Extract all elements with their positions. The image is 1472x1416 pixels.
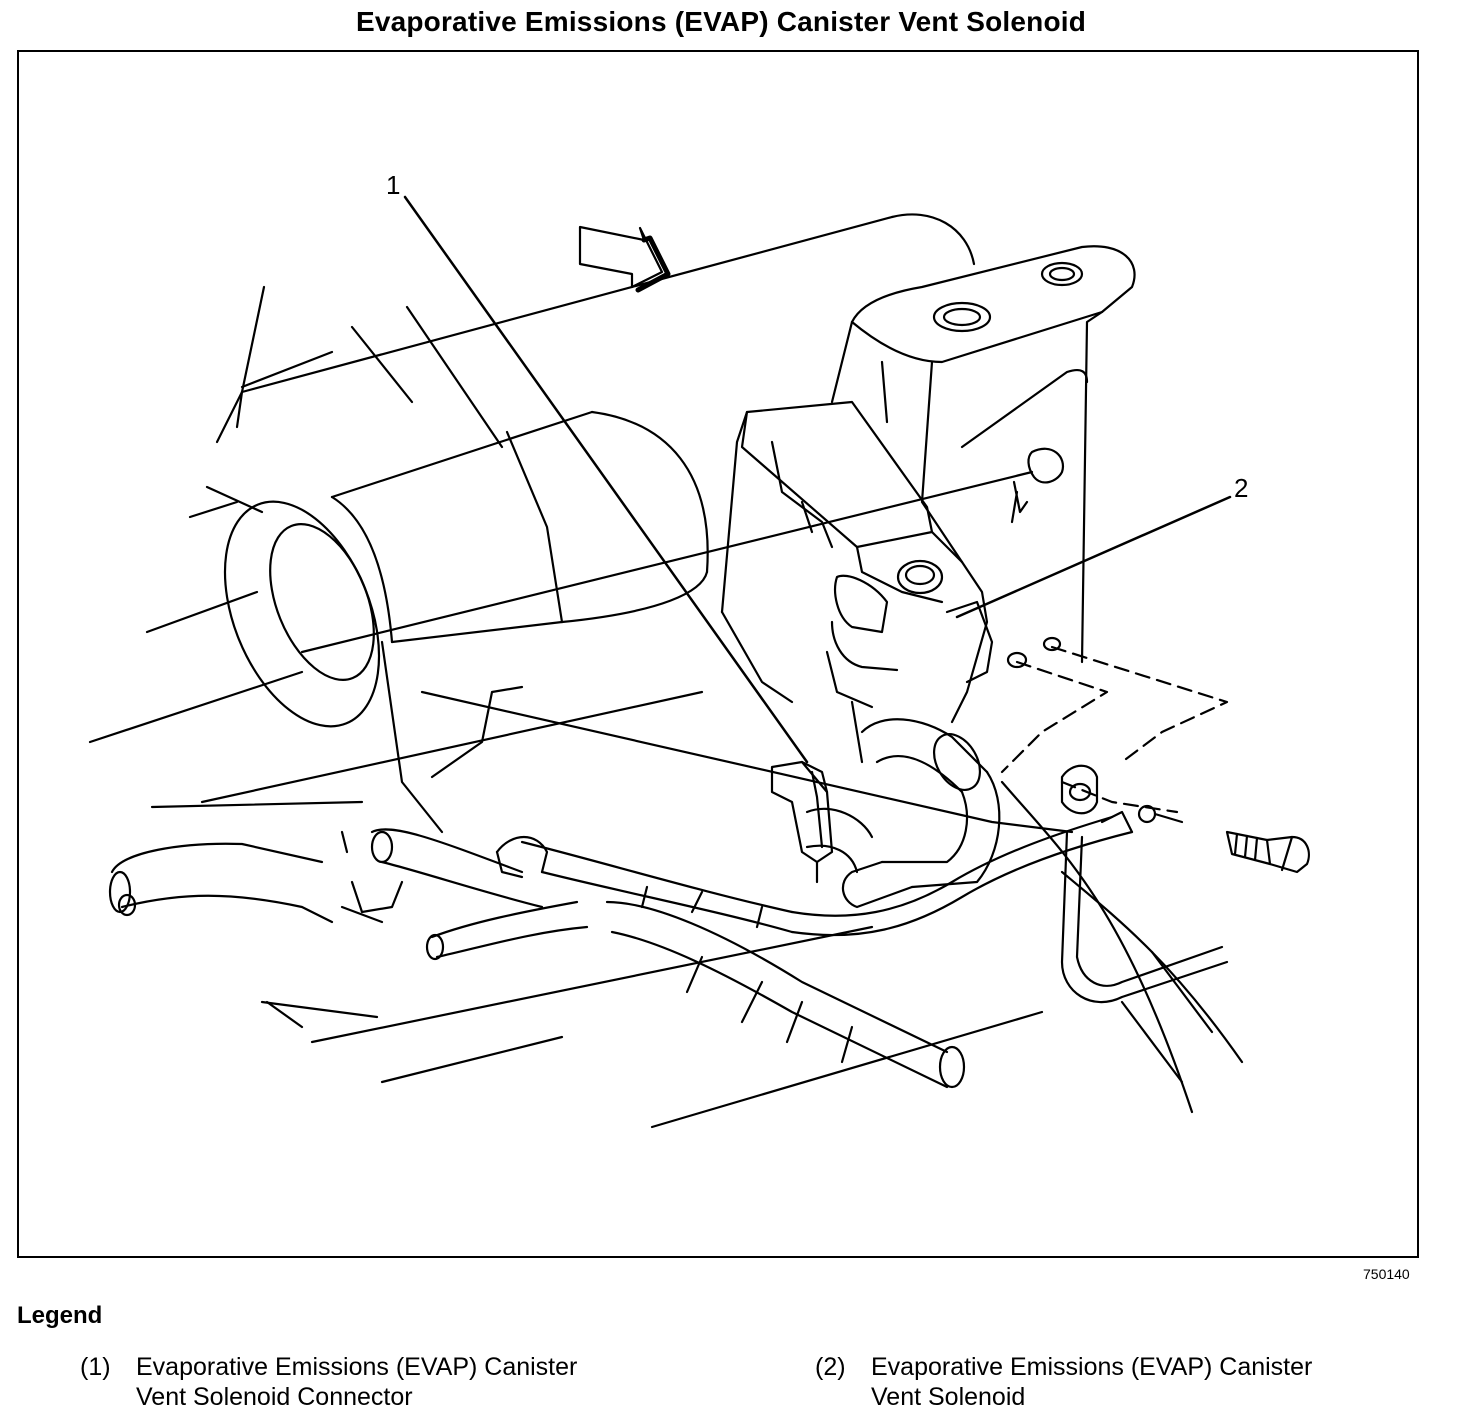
frame-rail-outline (150, 470, 1244, 1129)
legend-item-text: Evaporative Emissions (EVAP) Canister Ve… (136, 1352, 577, 1412)
legend-item-line: Evaporative Emissions (EVAP) Canister (136, 1353, 578, 1381)
legend-item-line: Vent Solenoid (871, 1383, 1026, 1411)
vent-solenoid-outline (720, 400, 1062, 764)
figure-number: 750140 (1363, 1266, 1410, 1282)
callout-1-number: 1 (386, 170, 400, 200)
line-drawing: 1 2 (88, 170, 1310, 1129)
solenoid-connector-outline (770, 760, 834, 884)
lower-hoses-outline (108, 828, 966, 1089)
guide-lines (1000, 645, 1229, 814)
legend-item-number: (1) (80, 1353, 111, 1381)
legend-item-line: Vent Solenoid Connector (136, 1383, 413, 1411)
callout-2: 2 (955, 473, 1248, 619)
legend-item-number: (2) (815, 1353, 846, 1381)
canister-body-outline (88, 213, 976, 744)
illustration-frame: 1 2 (17, 50, 1419, 1258)
bolt-icon (1225, 830, 1310, 874)
legend-item-line: Evaporative Emissions (EVAP) Canister (871, 1353, 1313, 1381)
wiring-harness-outline (495, 804, 1184, 937)
legend-item-text: Evaporative Emissions (EVAP) Canister Ve… (871, 1352, 1312, 1412)
mounting-bracket-outline (830, 245, 1136, 664)
callout-1: 1 (386, 170, 809, 764)
hose-outline (805, 718, 1001, 909)
legend-heading: Legend (17, 1302, 103, 1329)
diagram-title: Evaporative Emissions (EVAP) Canister Ve… (355, 6, 1087, 37)
callout-2-number: 2 (1234, 473, 1248, 503)
ground-strap-outline (1060, 764, 1229, 1004)
